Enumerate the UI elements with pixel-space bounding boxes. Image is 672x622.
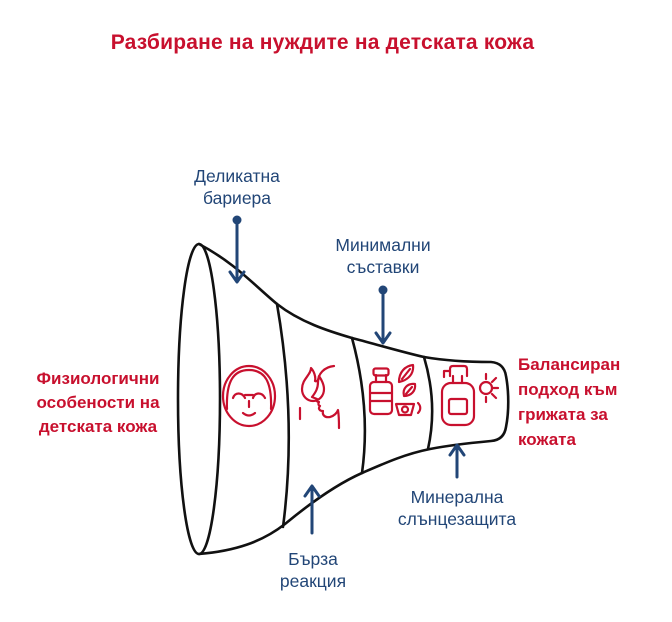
label-physiological-features: Физиологични особености на детската кожа: [36, 369, 160, 436]
funnel-divider-3: [422, 355, 434, 451]
sunscreen-pump-sun-icon: [440, 364, 500, 427]
cosmetic-products-leaves-icon: [368, 363, 422, 417]
page-title: Разбиране на нуждите на детската кожа: [110, 31, 535, 54]
flame-face-profile-icon: [298, 364, 341, 430]
label-delicate-barrier: Деликатна бариера: [194, 166, 280, 208]
label-mineral-sunscreen: Минерална слънцезащита: [397, 487, 517, 529]
funnel-divider-1: [275, 302, 291, 529]
arrow-mineral-sunscreen: [448, 443, 466, 479]
arrow-fast-reaction: [303, 484, 321, 535]
label-minimal-ingredients: Минимални съставки: [335, 235, 431, 277]
baby-face-icon: [221, 364, 277, 428]
arrow-delicate-barrier: [228, 215, 246, 284]
label-balanced-approach: Балансиран подход към грижата за кожата: [518, 355, 621, 449]
funnel-divider-2: [350, 336, 367, 475]
label-fast-reaction: Бърза реакция: [279, 549, 347, 591]
funnel-bell-opening: [176, 242, 222, 556]
funnel-body-outline: [197, 242, 510, 556]
arrow-minimal-ingredients: [374, 285, 392, 345]
funnel-horn: [176, 242, 510, 556]
